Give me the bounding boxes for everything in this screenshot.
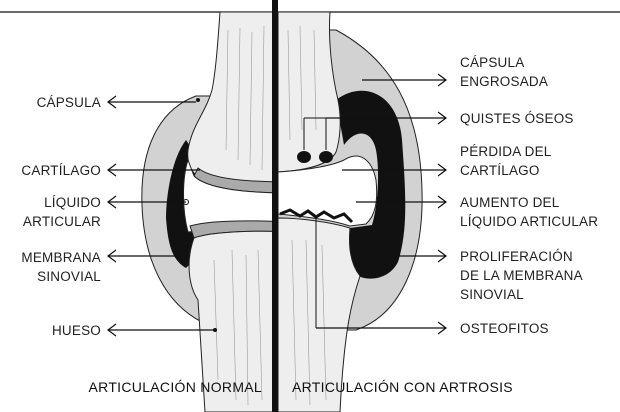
center-divider [272, 0, 278, 412]
label-hueso: HUESO [52, 321, 101, 340]
label-capsula-engrosada: CÁPSULA ENGROSADA [460, 53, 548, 91]
bone-cyst-1 [297, 151, 311, 163]
label-liquido-articular: LÍQUIDO ARTICULAR [23, 193, 101, 231]
arthritic-joint [278, 12, 422, 412]
label-capsula: CÁPSULA [37, 93, 101, 112]
label-aumento-liquido: AUMENTO DEL LÍQUIDO ARTICULAR [460, 193, 598, 231]
label-proliferacion-membrana: PROLIFERACIÓN DE LA MEMBRANA SINOVIAL [460, 247, 583, 304]
caption-normal-joint: ARTICULACIÓN NORMAL [89, 379, 262, 395]
label-perdida-cartilago: PÉRDIDA DEL CARTÍLAGO [460, 142, 551, 180]
bone-cyst-2 [319, 151, 333, 163]
label-cartilago: CARTÍLAGO [21, 161, 101, 180]
label-quistes-oseos: QUISTES ÓSEOS [460, 109, 574, 128]
label-osteofitos: OSTEOFITOS [460, 319, 549, 338]
caption-arthritic-joint: ARTICULACIÓN CON ARTROSIS [292, 379, 513, 395]
normal-joint [142, 12, 292, 412]
label-membrana-sinovial: MEMBRANA SINOVIAL [21, 248, 101, 286]
